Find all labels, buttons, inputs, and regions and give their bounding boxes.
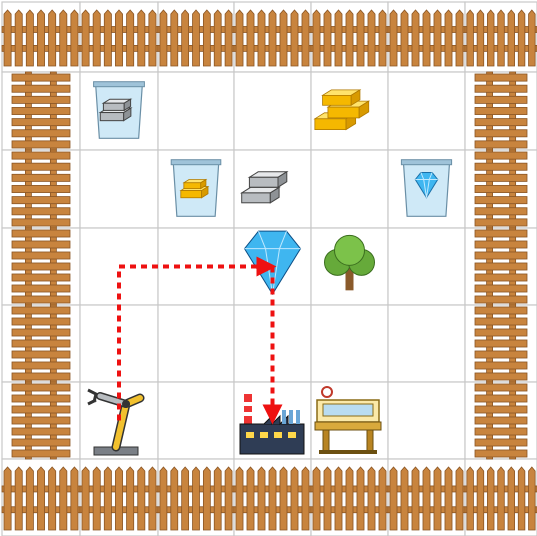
grid-cell bbox=[234, 72, 311, 150]
grid-cell bbox=[80, 150, 158, 228]
bin-gold-icon bbox=[171, 160, 221, 217]
grid-cell bbox=[311, 150, 388, 228]
grid-cell bbox=[158, 382, 234, 459]
grid-cell bbox=[158, 72, 234, 150]
bin-diamond-icon bbox=[401, 160, 451, 217]
grid-cell bbox=[388, 72, 465, 150]
grid-cell bbox=[388, 382, 465, 459]
grid-cell bbox=[388, 305, 465, 382]
bin-silver-icon bbox=[94, 82, 145, 139]
grid-cell bbox=[311, 305, 388, 382]
grid-cell bbox=[388, 228, 465, 305]
grid-cell bbox=[158, 305, 234, 382]
